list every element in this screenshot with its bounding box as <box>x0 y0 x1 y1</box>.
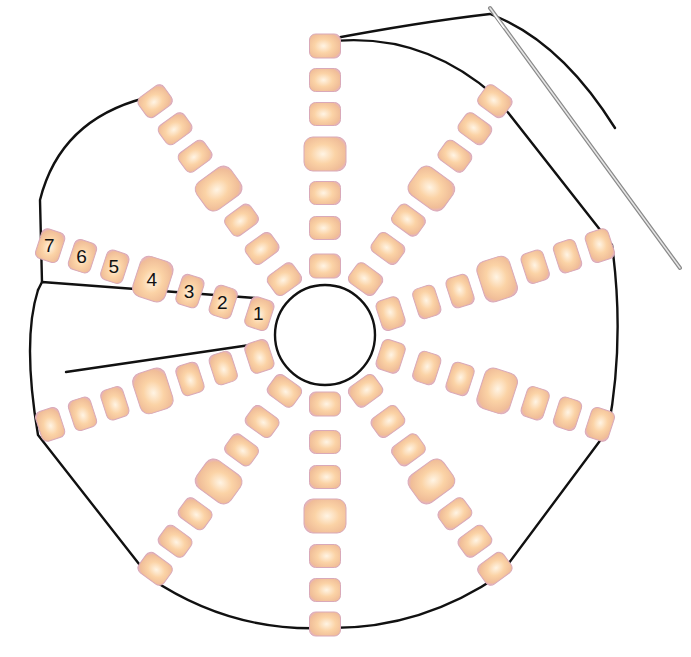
bead-spoke <box>304 392 346 636</box>
bead-spoke <box>131 79 308 301</box>
seed-bead <box>67 396 98 433</box>
seed-bead <box>208 350 239 387</box>
seed-bead <box>444 273 475 310</box>
bead-spoke <box>342 369 519 591</box>
seed-bead <box>456 523 495 560</box>
callout-number: 1 <box>253 304 264 323</box>
callout-number: 2 <box>217 292 228 311</box>
seed-bead <box>99 248 130 285</box>
thread <box>30 14 618 628</box>
large-bead <box>404 455 458 507</box>
callout-number: 7 <box>44 236 55 255</box>
large-bead <box>130 254 175 304</box>
seed-bead <box>243 338 275 375</box>
seed-bead <box>346 260 385 298</box>
seed-bead <box>34 406 66 443</box>
seed-bead <box>346 372 385 410</box>
seed-bead <box>374 338 406 375</box>
large-bead <box>130 366 175 416</box>
seed-bead <box>519 385 550 422</box>
large-bead <box>304 137 346 171</box>
seed-bead <box>552 238 583 275</box>
large-bead <box>404 162 458 214</box>
callout-number: 6 <box>76 246 87 265</box>
seed-bead <box>34 227 66 264</box>
inner-thread <box>275 285 375 385</box>
seed-bead <box>436 138 475 175</box>
seed-bead <box>389 202 428 239</box>
seed-bead <box>444 361 475 398</box>
large-bead <box>192 455 246 507</box>
seed-bead <box>208 284 239 321</box>
seed-bead <box>176 138 215 175</box>
seed-bead <box>310 466 341 489</box>
seed-bead <box>176 495 215 532</box>
seed-bead <box>265 372 304 410</box>
seed-bead <box>243 295 275 332</box>
bead-spoke <box>32 222 277 337</box>
outer-thread <box>30 40 618 628</box>
seed-bead <box>310 217 341 240</box>
seed-bead <box>310 34 341 58</box>
seed-bead <box>475 550 514 588</box>
seed-bead <box>156 110 195 147</box>
large-bead <box>304 499 346 533</box>
callout-number: 4 <box>147 269 158 288</box>
large-bead <box>474 366 519 416</box>
seed-bead <box>310 392 341 416</box>
callout-number: 3 <box>184 281 195 300</box>
seed-bead <box>243 230 282 267</box>
seed-bead <box>310 545 341 568</box>
seed-bead <box>389 431 428 468</box>
seed-bead <box>310 579 341 602</box>
seed-bead <box>310 431 341 454</box>
bead-spoke <box>304 34 346 278</box>
seed-bead <box>67 238 98 275</box>
seed-bead <box>369 230 408 267</box>
seed-bead <box>310 612 341 636</box>
seed-bead <box>99 385 130 422</box>
seed-bead <box>369 403 408 440</box>
seed-bead <box>519 248 550 285</box>
needle <box>490 8 680 268</box>
seed-bead <box>310 254 341 278</box>
seed-bead <box>584 406 616 443</box>
seed-bead <box>222 202 261 239</box>
seed-bead <box>436 495 475 532</box>
large-bead <box>192 162 246 214</box>
bead-spokes <box>32 34 618 636</box>
seed-bead <box>136 550 175 588</box>
seed-bead <box>411 350 442 387</box>
seed-bead <box>310 103 341 126</box>
seed-bead <box>310 69 341 92</box>
seed-bead <box>222 431 261 468</box>
seed-bead <box>136 82 175 120</box>
seed-bead <box>456 110 495 147</box>
bead-spoke <box>373 333 618 448</box>
needle-thread <box>325 14 615 128</box>
bead-spoke <box>373 222 618 337</box>
seed-bead <box>475 82 514 120</box>
seed-bead <box>411 284 442 321</box>
bead-spoke <box>32 333 277 448</box>
seed-bead <box>174 361 205 398</box>
seed-bead <box>243 403 282 440</box>
seed-bead <box>174 273 205 310</box>
seed-bead <box>552 396 583 433</box>
seed-bead <box>265 260 304 298</box>
callout-number: 5 <box>109 257 120 276</box>
seed-bead <box>310 182 341 205</box>
seed-bead <box>156 523 195 560</box>
seed-bead <box>374 295 406 332</box>
large-bead <box>474 254 519 304</box>
seed-bead <box>584 227 616 264</box>
